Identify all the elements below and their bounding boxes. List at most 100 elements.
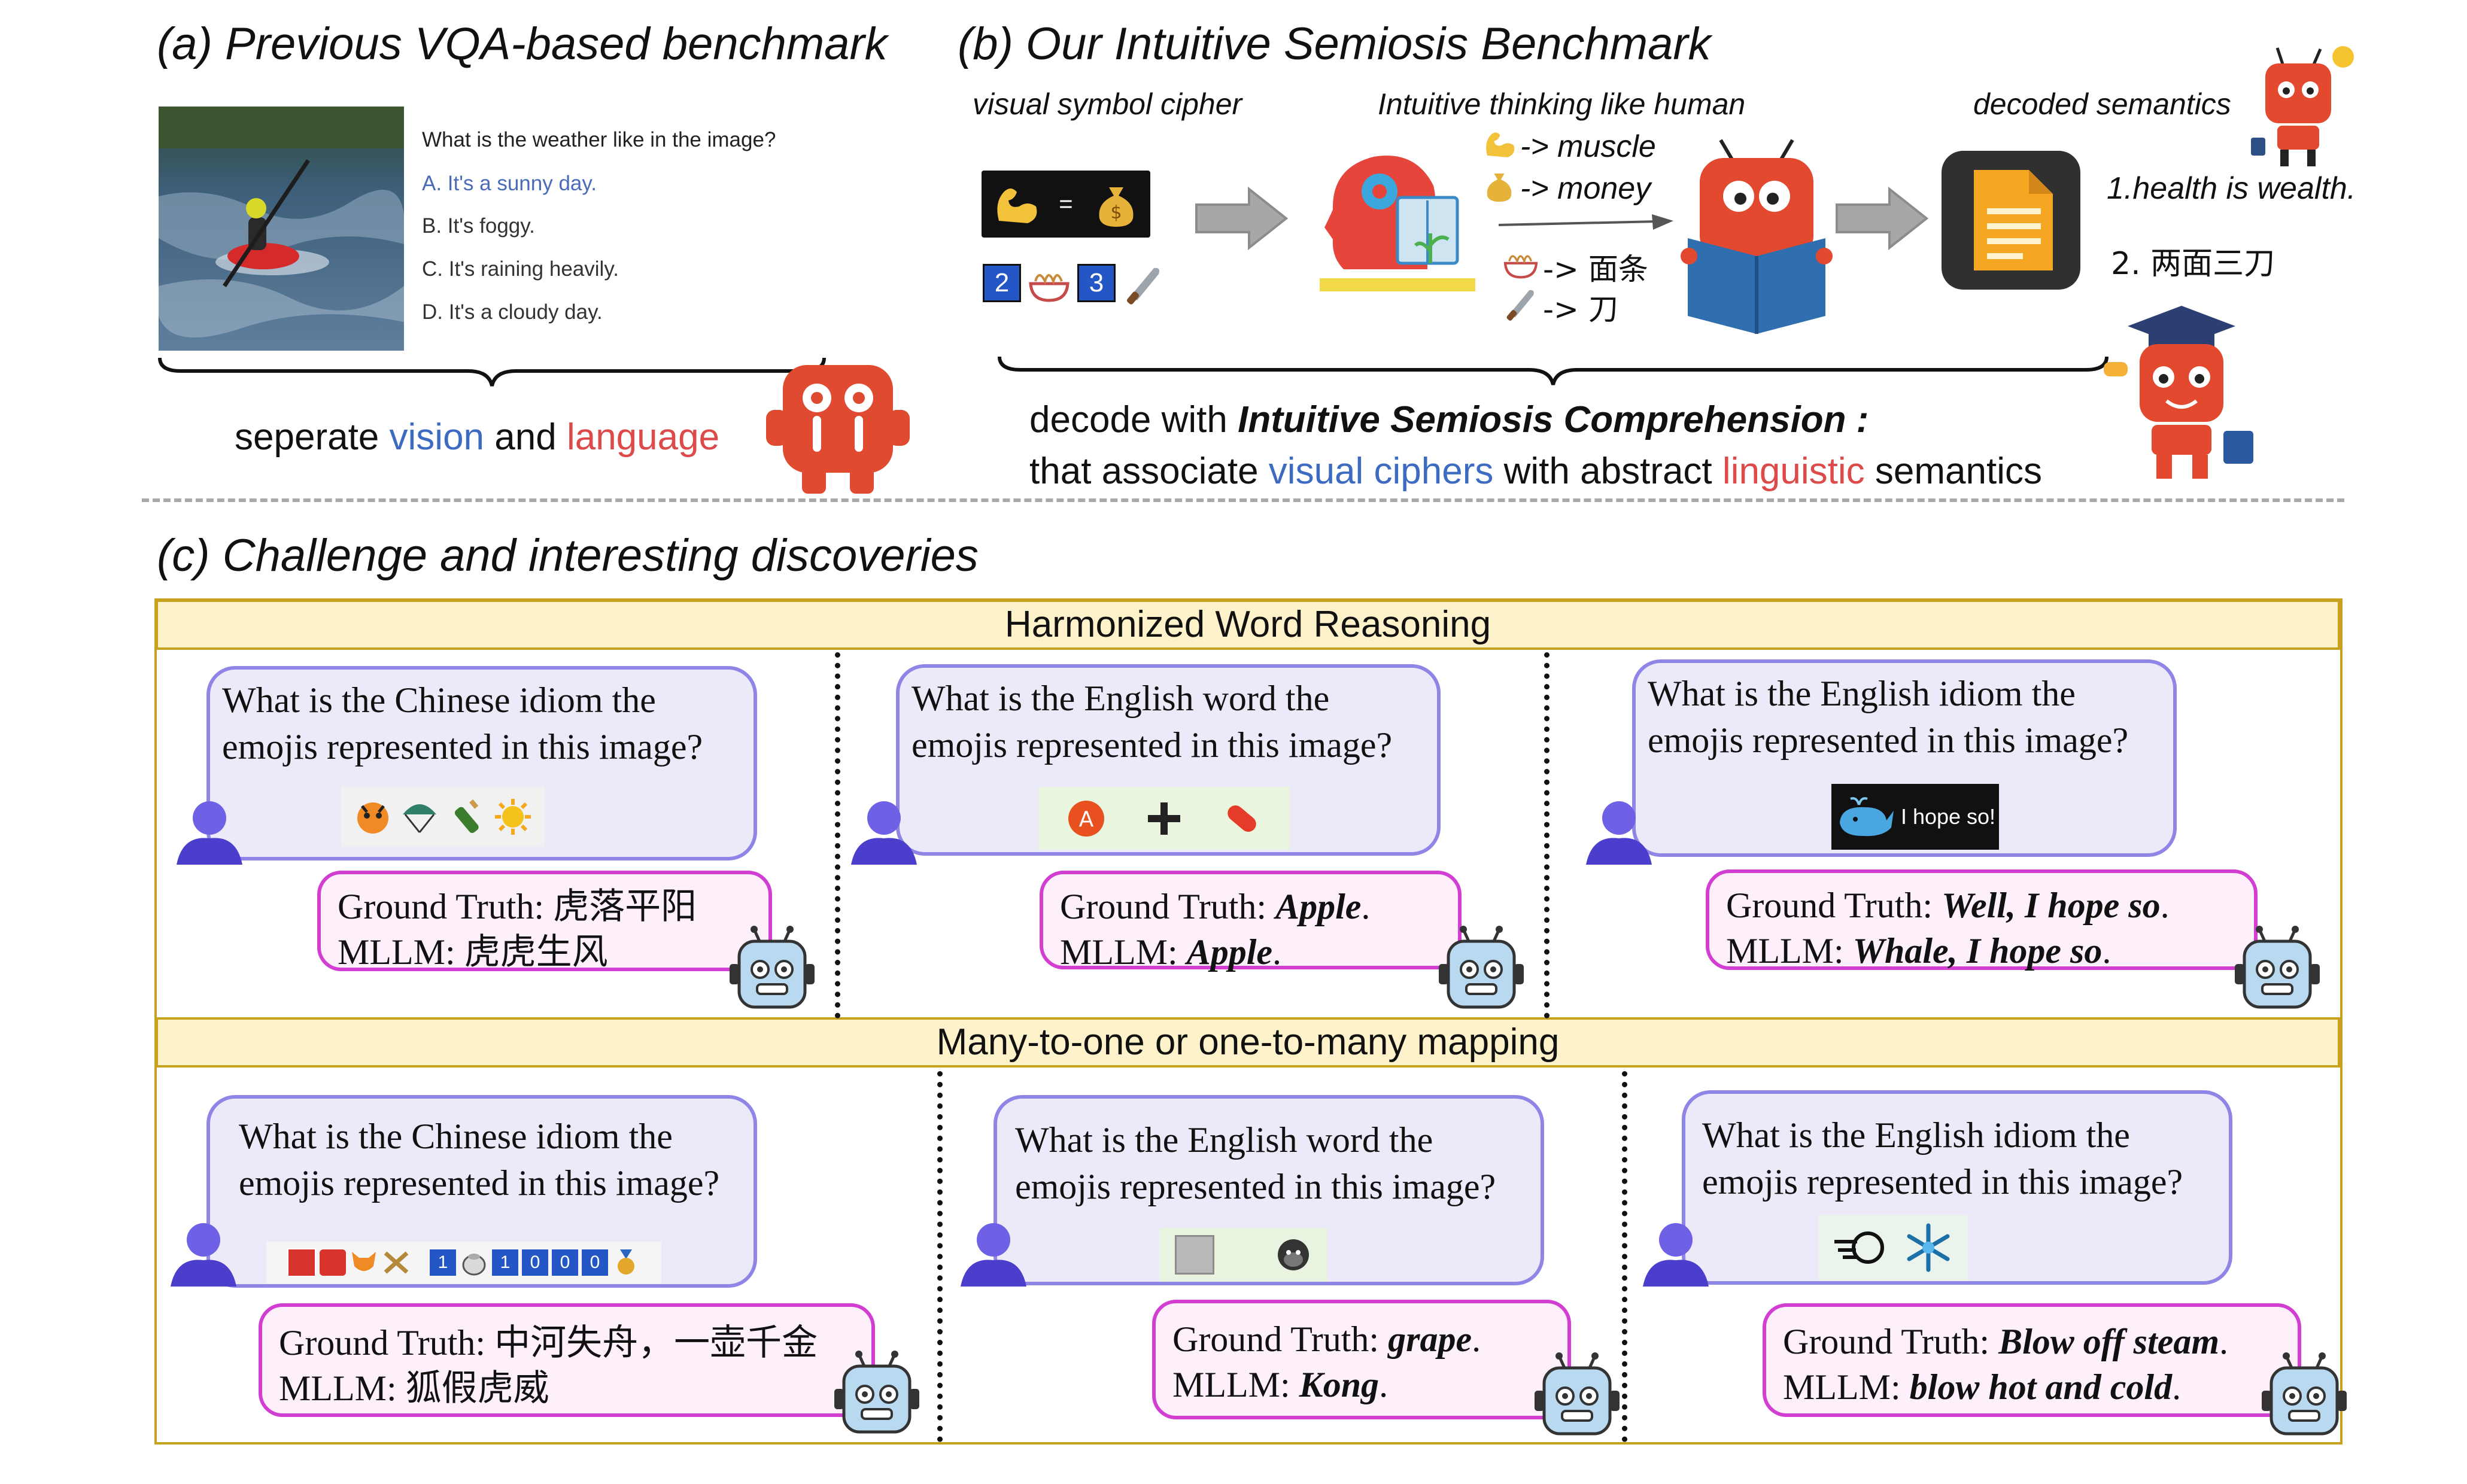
boat-oars-emoji (384, 1251, 409, 1274)
row-2-divider-2 (1622, 1071, 1627, 1442)
e4-digit-1: 1 (430, 1249, 456, 1276)
bot-face-icon-4 (834, 1351, 919, 1434)
e4-digit-5: 0 (582, 1249, 608, 1276)
example-2-emojis: A (1038, 787, 1290, 850)
arrow-right-icon-2 (1836, 186, 1929, 251)
decode-line: decode with Intuitive Semiosis Comprehen… (1029, 399, 1869, 440)
user-avatar-icon-4 (171, 1223, 236, 1287)
noodle-emoji (1029, 274, 1070, 302)
example-5-mllm: MLLM: Kong. (1172, 1365, 1389, 1404)
panel-a-caption: seperate vision and language (235, 416, 720, 458)
mapping-knife-emoji (1506, 290, 1534, 321)
svg-text:$: $ (1110, 202, 1122, 223)
example-6-question: What is the English idiom the emojis rep… (1702, 1115, 2183, 1202)
example-1-question: What is the Chinese idiom the emojis rep… (222, 680, 703, 767)
panel-a-option-a: A. It's a sunny day. (422, 172, 597, 195)
panel-b-title: (b) Our Intuitive Semiosis Benchmark (958, 19, 1711, 69)
cipher-box-muscle-money: = $ (982, 171, 1150, 238)
mapping-money-emoji (1487, 174, 1512, 202)
money-bag-emoji: $ (1099, 187, 1134, 227)
cipher-row-idiom: 2 3 (983, 256, 1186, 310)
e4-digit-2: 1 (492, 1249, 518, 1276)
plus-emoji (1148, 802, 1180, 835)
user-avatar-icon-2 (851, 801, 917, 865)
robot-lightbulb-icon (2251, 46, 2354, 166)
map-noodle-text: -> 面条 (1543, 252, 1648, 287)
label-visual-symbol-cipher: visual symbol cipher (973, 87, 1242, 121)
example-4-question: What is the Chinese idiom the emojis rep… (239, 1117, 720, 1203)
digit-tile-3: 3 (1077, 264, 1116, 302)
section-divider (142, 498, 2344, 502)
decoded-result-2: 2. 两面三刀 (2111, 246, 2275, 282)
label-decoded-semantics: decoded semantics (1973, 87, 2231, 121)
example-3-emoji-image: I hope so! (1831, 784, 1999, 850)
example-6-answer-box: Ground Truth: Blow off steam. MLLM: blow… (1763, 1303, 2301, 1417)
associate-line: that associate visual ciphers with abstr… (1029, 451, 2042, 492)
bot-face-icon-5 (1535, 1352, 1620, 1436)
flexed-biceps-emoji (997, 188, 1037, 223)
panel-c-title: (c) Challenge and interesting discoverie… (157, 530, 979, 581)
example-4-answer-box: Ground Truth: 中河失舟，一壶千金 MLLM: 狐假虎威 (259, 1303, 875, 1417)
map-money-text: -> money (1520, 171, 1651, 206)
snowflake-emoji (1907, 1223, 1950, 1272)
user-avatar-icon-5 (961, 1223, 1026, 1287)
band-harmonized-word-reasoning: Harmonized Word Reasoning (156, 600, 2340, 650)
e4-digit-4: 0 (552, 1249, 578, 1276)
example-6-mllm: MLLM: blow hot and cold. (1783, 1367, 2182, 1407)
example-5-answer-box: Ground Truth: grape. MLLM: Kong. (1152, 1300, 1571, 1419)
map-muscle-text: -> muscle (1520, 129, 1656, 164)
bot-face-icon (730, 926, 815, 1009)
wind-face-emoji (1834, 1231, 1884, 1264)
example-1-emojis (341, 787, 545, 847)
example-1-answer-box: Ground Truth: 虎落平阳 MLLM: 虎虎生风 (317, 871, 772, 972)
document-icon (1942, 151, 2080, 290)
panel-b-brace (998, 356, 2109, 385)
panel-a-option-c: C. It's raining heavily. (422, 257, 619, 281)
row-1-divider-1 (835, 652, 840, 1018)
robot-reading-book-icon (1681, 139, 1833, 334)
user-avatar-icon-6 (1643, 1223, 1709, 1287)
example-2-question: What is the English word the emojis repr… (912, 679, 1393, 765)
example-5-emojis (1160, 1228, 1327, 1282)
knife-emoji (1126, 267, 1159, 305)
bot-face-icon-2 (1439, 926, 1524, 1009)
equals-sign: = (1059, 190, 1073, 217)
arrow-right-icon (1195, 186, 1289, 251)
china-flag-tile (287, 1248, 316, 1277)
human-head-thinking-icon (1320, 156, 1475, 291)
example-3-gt: Ground Truth: Well, I hope so. (1726, 886, 2170, 925)
mapping-muscle-emoji (1486, 132, 1515, 157)
example-1-mllm: MLLM: 虎虎生风 (338, 932, 608, 972)
whale-emoji (1839, 797, 1894, 837)
pot-emoji (462, 1254, 486, 1276)
example-3-answer-box: Ground Truth: Well, I hope so. MLLM: Wha… (1706, 869, 2258, 971)
e4-digit-3: 0 (522, 1249, 548, 1276)
tiger-emoji (357, 802, 388, 834)
map-knife-text: -> 刀 (1543, 292, 1618, 327)
row-2-divider-1 (937, 1071, 943, 1442)
label-intuitive-thinking: Intuitive thinking like human (1378, 87, 1746, 121)
gray-square-emoji (1175, 1235, 1214, 1275)
kayak-photo (159, 107, 404, 351)
row-1-divider-2 (1544, 652, 1550, 1018)
a-button-emoji: A (1068, 800, 1104, 837)
panel-a-brace (158, 357, 826, 387)
example-2-answer-box: Ground Truth: Apple. MLLM: Apple. (1040, 871, 1462, 972)
example-6-emojis (1818, 1215, 1968, 1281)
mahjong-tile (320, 1249, 346, 1276)
example-4-emojis: 1 1 0 0 0 (266, 1242, 661, 1284)
example-3-mllm: MLLM: Whale, I hope so. (1726, 931, 2111, 971)
user-avatar-icon-3 (1586, 801, 1652, 865)
pill-emoji (1228, 805, 1256, 832)
parachute-emoji (403, 804, 436, 833)
mapping-noodle-emoji (1503, 255, 1538, 279)
digit-tile-2: 2 (983, 264, 1021, 302)
bot-face-icon-3 (2235, 926, 2320, 1009)
decode-bold-phrase: Intuitive Semiosis Comprehension : (1238, 399, 1869, 440)
sun-emoji (495, 799, 531, 835)
robot-mascot-icon (766, 365, 910, 494)
example-2-mllm: MLLM: Apple. (1060, 932, 1281, 972)
graduate-robot-icon (2104, 306, 2253, 479)
svg-text:A: A (1079, 807, 1094, 832)
example-3-emoji-text: I hope so! (1900, 804, 1996, 829)
